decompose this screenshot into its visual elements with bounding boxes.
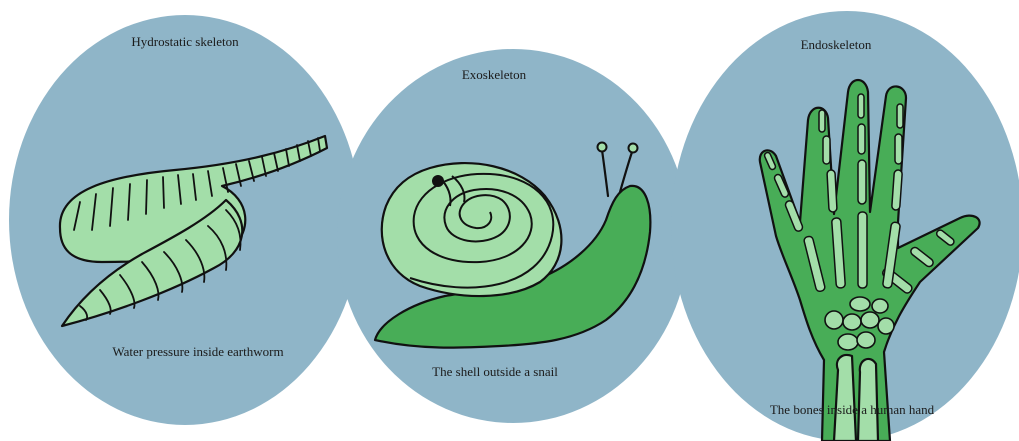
ulna-bone: [858, 359, 878, 441]
radius-bone: [834, 355, 856, 441]
exoskeleton-caption: The shell outside a snail: [432, 364, 558, 379]
snail-shell-apex: [432, 175, 444, 187]
hydrostatic-caption: Water pressure inside earthworm: [112, 344, 283, 359]
snail-left-eye: [598, 143, 607, 152]
hydrostatic-title: Hydrostatic skeleton: [131, 34, 239, 49]
endoskeleton-title: Endoskeleton: [801, 37, 872, 52]
snail-right-eye: [629, 144, 638, 153]
exoskeleton-title: Exoskeleton: [462, 67, 527, 82]
endoskeleton-caption: The bones inside a human hand: [770, 402, 935, 417]
